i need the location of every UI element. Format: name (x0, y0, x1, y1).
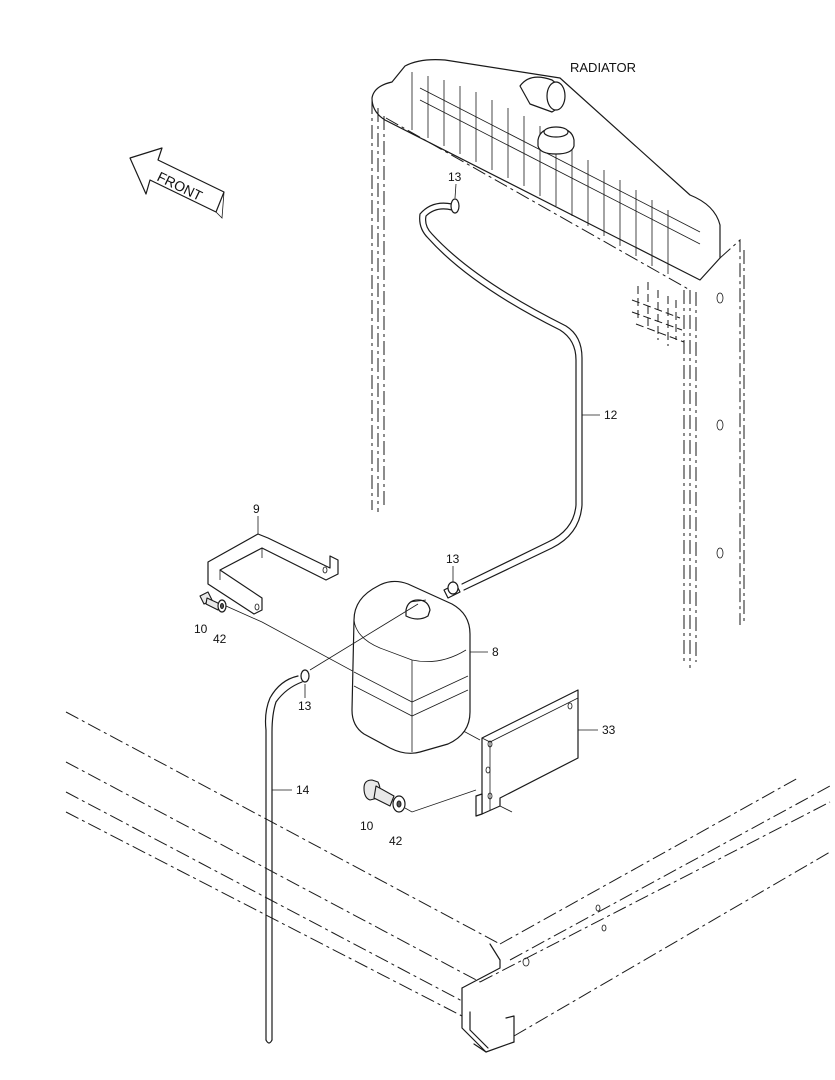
washer-left (217, 599, 227, 613)
mounting-plate (475, 689, 579, 817)
callout-13-low: 13 (298, 699, 312, 713)
callout-13-mid: 13 (446, 552, 460, 566)
callout-12: 12 (604, 408, 618, 422)
callout-13-top: 13 (448, 170, 462, 184)
chassis-frame (65, 711, 831, 1053)
bolt-left (199, 591, 221, 611)
callout-9: 9 (253, 502, 260, 516)
radiator-label: RADIATOR (570, 60, 636, 75)
callout-10-left: 10 (194, 622, 208, 636)
washer-bottom (392, 795, 406, 813)
overflow-hose (419, 198, 583, 591)
clamp-mid (447, 581, 459, 595)
bolt-bottom (363, 779, 395, 807)
callout-8: 8 (492, 645, 499, 659)
reservoir-tank (351, 580, 471, 754)
tank-bracket (207, 533, 339, 615)
callout-42-left: 42 (213, 632, 227, 646)
clamp-low (300, 669, 310, 683)
callout-42-bottom: 42 (389, 834, 403, 848)
callout-14: 14 (296, 783, 310, 797)
radiator (371, 59, 745, 668)
callout-leaders (257, 183, 600, 791)
callout-10-bottom: 10 (360, 819, 374, 833)
front-direction-arrow: FRONT (129, 147, 225, 219)
drain-hose (264, 675, 303, 1044)
callout-33: 33 (602, 723, 616, 737)
